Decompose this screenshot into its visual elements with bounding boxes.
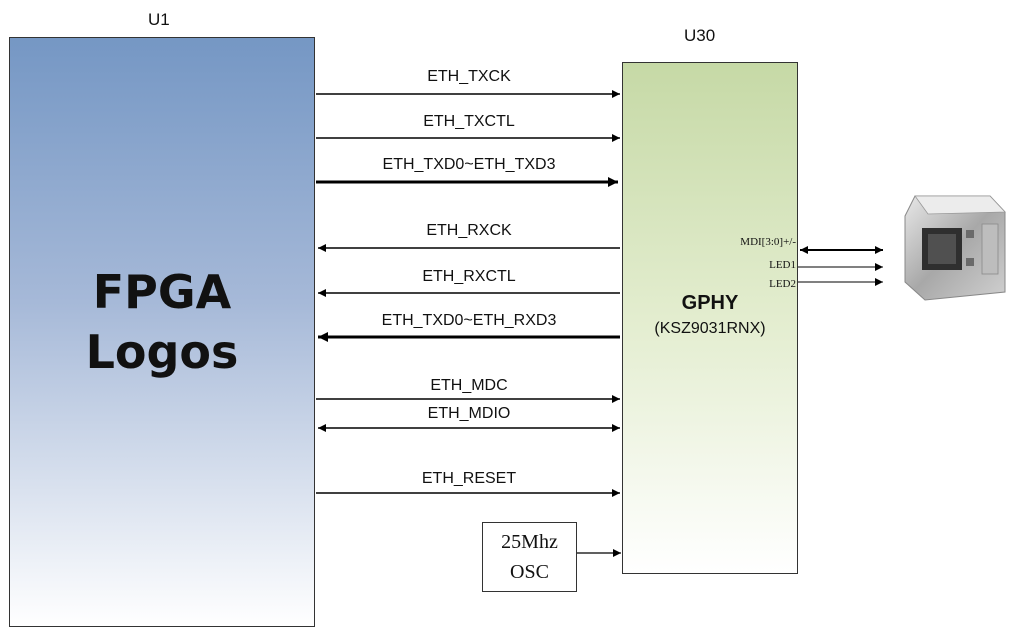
fpga-title-line2: Logos [85,325,239,379]
fpga-ref-label: U1 [148,10,170,29]
signal-label-rxck: ETH_RXCK [426,222,512,239]
rj45-connector-icon [904,195,1006,301]
signal-label-rxctl: ETH_RXCTL [422,268,516,285]
phy-name: GPHY [681,292,739,314]
signal-label-txck: ETH_TXCK [427,68,511,85]
oscillator-block: 25Mhz OSC [482,522,577,592]
signal-label-reset: ETH_RESET [421,470,517,487]
signal-label-txd: ETH_TXD0~ETH_TXD3 [382,156,556,173]
phy-block [622,62,798,574]
phy-part-number: (KSZ9031RNX) [654,320,766,337]
signal-label-rxd: ETH_TXD0~ETH_RXD3 [381,312,557,329]
osc-frequency: 25Mhz [501,531,558,553]
osc-label: OSC [510,561,549,583]
fpga-block [9,37,315,627]
signal-label-mdio: ETH_MDIO [427,405,511,422]
phy-ref-label: U30 [684,26,716,45]
pin-led1: LED1 [769,259,796,271]
fpga-title: FPGA Logos [9,262,315,382]
pin-led2: LED2 [769,278,796,290]
pin-mdi: MDI[3:0]+/- [740,236,796,248]
signal-label-txctl: ETH_TXCTL [423,113,515,130]
fpga-title-line1: FPGA [92,265,232,319]
signal-label-mdc: ETH_MDC [430,377,508,394]
